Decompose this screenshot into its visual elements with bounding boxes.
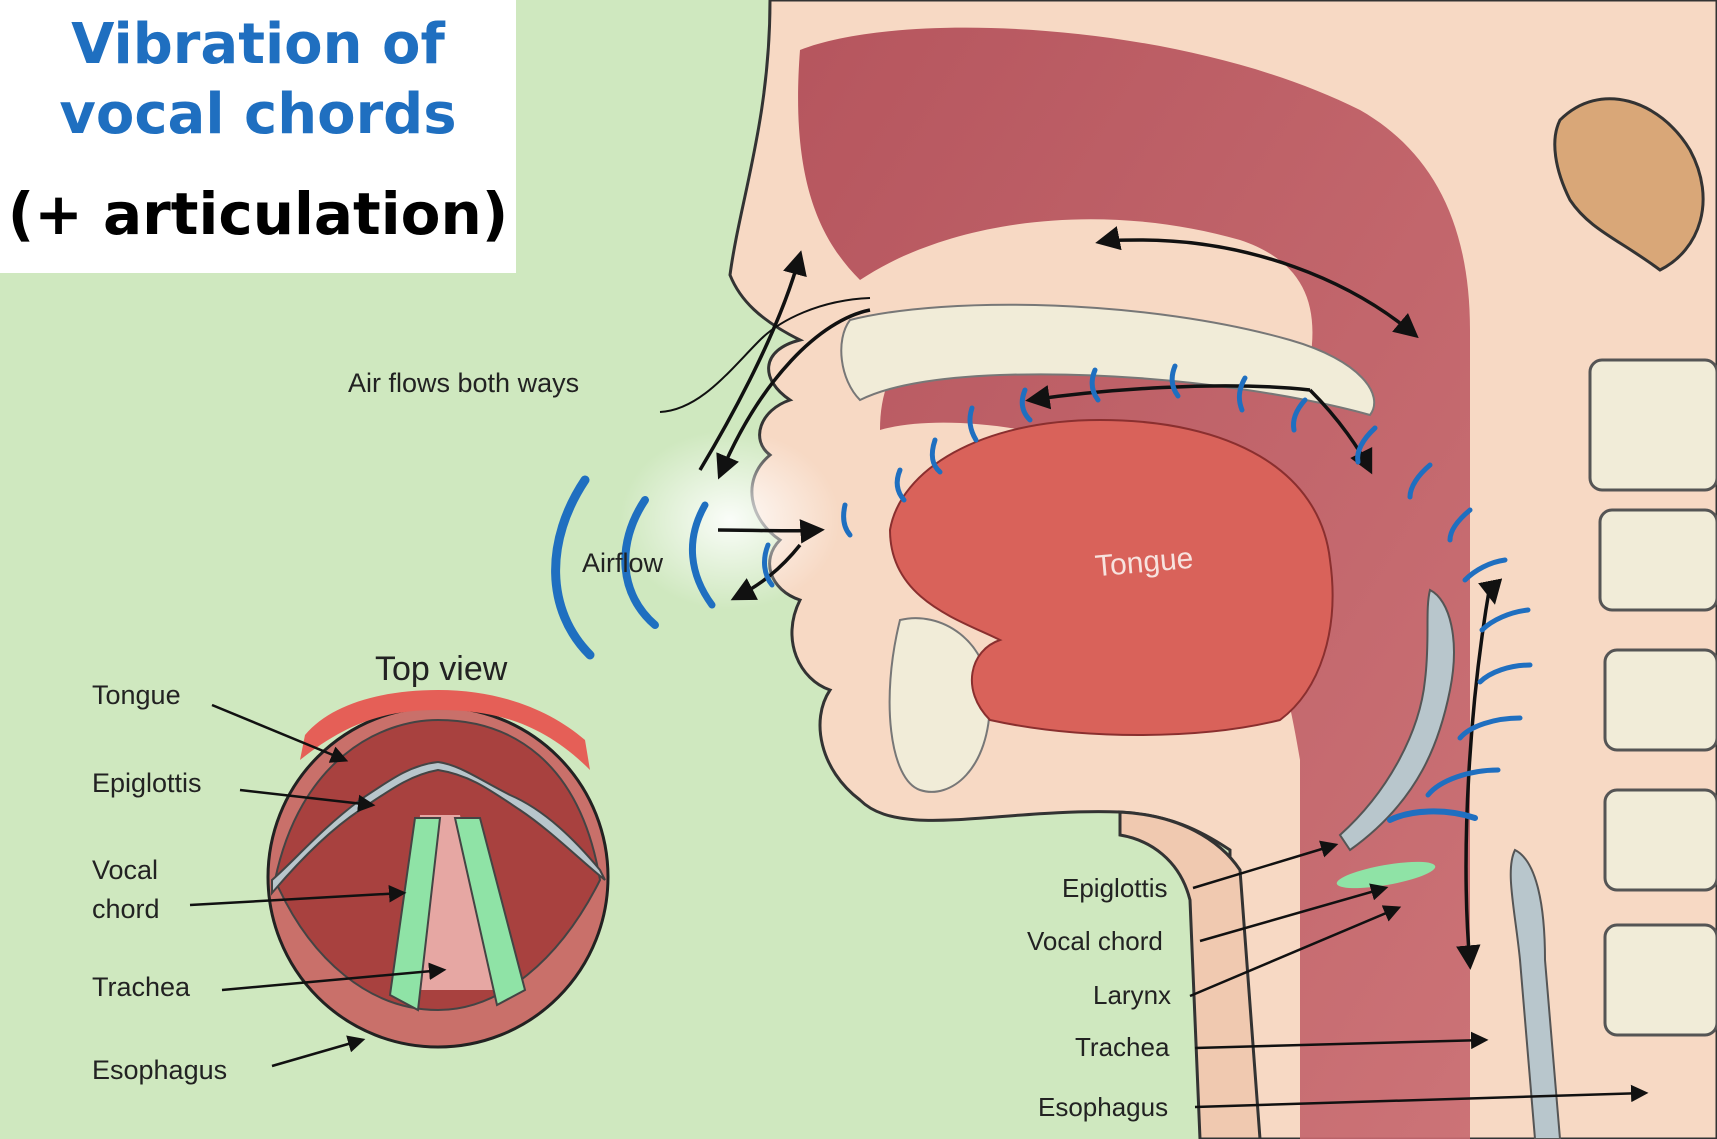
inset-label-tongue: Tongue <box>92 680 181 711</box>
inset-label-trachea: Trachea <box>92 972 190 1003</box>
spine-vertebrae <box>1590 360 1717 1035</box>
title-box: Vibration of vocal chords (+ articulatio… <box>0 0 516 273</box>
label-top-view: Top view <box>375 650 507 689</box>
inset-label-vocal: Vocal <box>92 855 158 886</box>
title-line-3: (+ articulation) <box>0 180 516 248</box>
inset-label-esophagus: Esophagus <box>92 1055 227 1086</box>
label-airflow: Airflow <box>582 548 663 579</box>
inset-label-epiglottis: Epiglottis <box>92 768 202 799</box>
main-label-esophagus: Esophagus <box>1038 1092 1168 1123</box>
main-label-vocal-chord: Vocal chord <box>1027 926 1163 957</box>
main-label-larynx: Larynx <box>1093 980 1171 1011</box>
main-label-trachea: Trachea <box>1075 1032 1169 1063</box>
title-line-1: Vibration of <box>0 12 516 77</box>
title-line-2: vocal chords <box>0 82 516 147</box>
inset-label-chord: chord <box>92 894 160 925</box>
airflow-mist <box>620 430 840 610</box>
main-label-epiglottis: Epiglottis <box>1062 873 1168 904</box>
label-air-flows-both-ways: Air flows both ways <box>348 368 579 399</box>
